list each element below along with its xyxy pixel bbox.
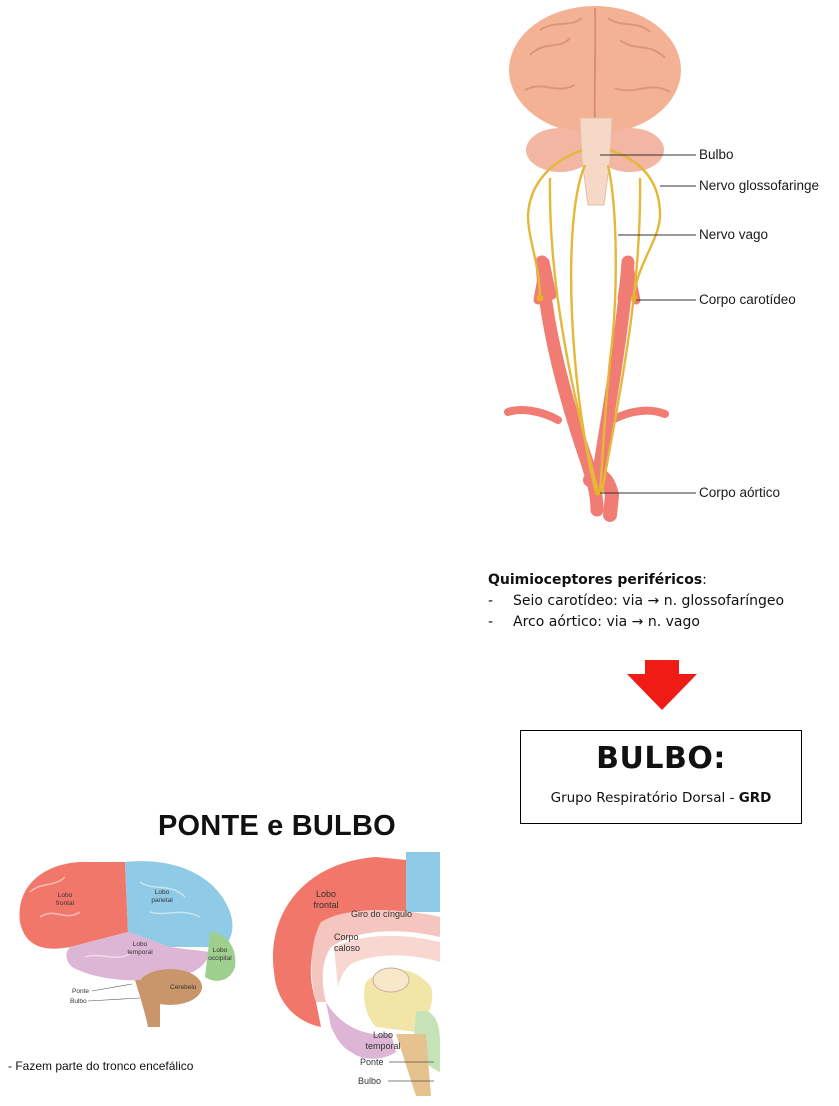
nerves-illustration: [526, 148, 662, 493]
svg-text:Lobo: Lobo: [155, 889, 170, 896]
quimioceptores-title: Quimioceptores periféricos:: [488, 572, 707, 588]
quimioceptor-item: -Arco aórtico: via → n. vago: [488, 614, 700, 630]
label-nervo-glossofaringe: Nervo glossofaringe: [699, 178, 820, 193]
bulbo-box: BULBO: Grupo Respiratório Dorsal - GRD: [520, 730, 802, 824]
brain-lateral-diagram: Lobo frontal Lobo parietal Lobo temporal…: [19, 861, 236, 1027]
svg-text:Lobo: Lobo: [58, 892, 73, 899]
label-leader-lines: [600, 154, 696, 494]
svg-text:Ponte: Ponte: [360, 1057, 384, 1067]
svg-text:Lobo: Lobo: [133, 941, 148, 948]
chemoreceptor-bodies: [536, 294, 638, 496]
chemoreceptor-anatomy-figure: [504, 6, 696, 522]
svg-text:Bulbo: Bulbo: [358, 1076, 381, 1086]
bulbo-subtitle: Grupo Respiratório Dorsal - GRD: [550, 790, 772, 806]
svg-text:Cerebelo: Cerebelo: [170, 984, 197, 991]
svg-text:parietal: parietal: [151, 897, 173, 904]
svg-text:Giro do cíngulo: Giro do cíngulo: [351, 909, 412, 919]
label-corpo-aortico: Corpo aórtico: [699, 485, 781, 500]
label-nervo-vago: Nervo vago: [699, 227, 769, 242]
svg-text:temporal: temporal: [127, 949, 153, 956]
svg-text:Corpo: Corpo: [334, 932, 359, 942]
brain-medial-diagram: Lobo frontal Giro do cíngulo Corpo calos…: [272, 852, 440, 1096]
svg-text:occipital: occipital: [208, 955, 232, 962]
svg-text:Lobo: Lobo: [373, 1030, 393, 1040]
svg-text:caloso: caloso: [334, 943, 360, 953]
down-arrow-icon: [627, 660, 697, 710]
svg-text:Lobo: Lobo: [213, 947, 228, 954]
quimioceptores-block: Quimioceptores periféricos: -Seio carotí…: [488, 570, 784, 633]
ponte-bulbo-title: PONTE e BULBO: [158, 810, 396, 842]
svg-text:frontal: frontal: [56, 900, 75, 907]
cerebrum-illustration: [509, 6, 681, 206]
label-corpo-carotideo: Corpo carotídeo: [699, 292, 796, 307]
svg-text:Lobo: Lobo: [316, 889, 336, 899]
svg-text:Ponte: Ponte: [72, 988, 89, 995]
svg-text:Bulbo: Bulbo: [70, 998, 87, 1005]
label-bulbo: Bulbo: [699, 147, 734, 162]
quimioceptor-item: -Seio carotídeo: via → n. glossofaríngeo: [488, 593, 785, 609]
svg-text:temporal: temporal: [365, 1041, 400, 1051]
svg-text:frontal: frontal: [313, 900, 338, 910]
tronco-encefalico-note: - Fazem parte do tronco encefálico: [8, 1059, 194, 1073]
bulbo-heading: BULBO:: [596, 741, 726, 776]
